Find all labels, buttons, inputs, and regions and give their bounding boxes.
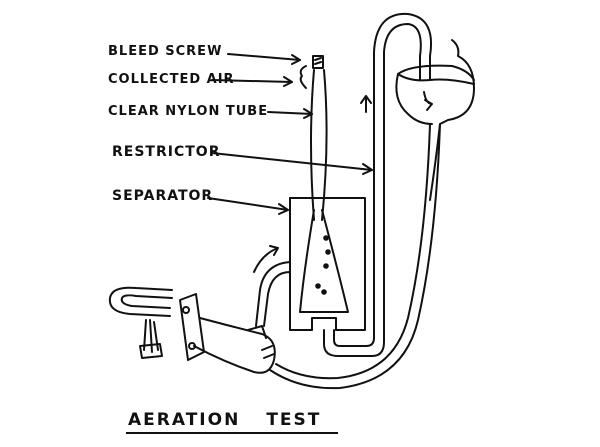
label-leaders (207, 53, 373, 215)
return-pipe (323, 12, 432, 357)
clear-nylon-tube (310, 69, 328, 221)
collected-air-bracket (299, 65, 307, 89)
title-underline (126, 432, 338, 434)
label-clear-nylon-tube: Clear Nylon Tube (108, 104, 269, 119)
diagram-title: Aeration Test (128, 410, 321, 430)
flask (395, 39, 475, 201)
label-separator: Separator (112, 188, 214, 204)
long-return-pipe (269, 123, 441, 390)
title-word-test: Test (266, 410, 322, 430)
label-collected-air: Collected Air (108, 72, 235, 87)
bleed-screw (312, 55, 324, 69)
flow-arrows (253, 91, 433, 273)
pump-fitting (179, 293, 276, 374)
title-word-aeration: Aeration (128, 410, 241, 430)
label-restrictor: Restrictor (112, 144, 221, 160)
separator-box (289, 197, 366, 331)
separator-funnel (299, 209, 349, 313)
lever-handle (108, 286, 173, 359)
inlet-pipe (255, 261, 291, 327)
label-bleed-screw: Bleed Screw (108, 44, 223, 59)
